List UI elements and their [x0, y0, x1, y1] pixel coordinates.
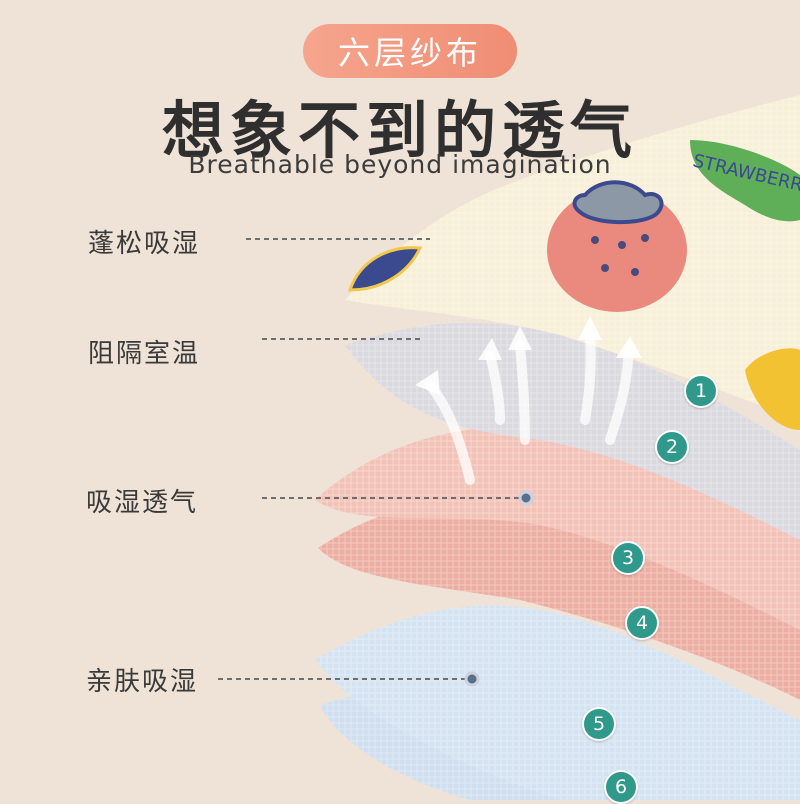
page-subtitle: Breathable beyond imagination	[188, 150, 612, 179]
layer-number-3: 3	[611, 541, 645, 575]
feature-label-skin-friendly: 亲肤吸湿	[86, 667, 199, 697]
leaf-print	[347, 246, 423, 292]
leaf-print	[690, 140, 800, 222]
layer-number-1: 1	[684, 374, 718, 408]
feature-label-fluffy-absorbent: 蓬松吸湿	[88, 229, 201, 259]
page-title: 想象不到的透气	[161, 94, 638, 167]
layer-number-4: 4	[625, 606, 659, 640]
svg-text:STRAWBERRY: STRAWBERRY	[691, 150, 800, 198]
strawberry-print	[547, 180, 687, 312]
layer-number-5: 5	[582, 707, 616, 741]
print-text-strawberry: STRAWBERRY	[691, 150, 800, 198]
feature-label-insulation: 阻隔室温	[88, 339, 201, 369]
pointer-dot-4	[464, 671, 480, 687]
lemon-print	[745, 348, 800, 430]
layer-number-2: 2	[655, 430, 689, 464]
pointer-dot-3	[518, 490, 534, 506]
badge-six-layer-gauze: 六层纱布	[303, 24, 517, 78]
layer-number-6: 6	[604, 770, 638, 804]
feature-label-breathable: 吸湿透气	[86, 488, 199, 518]
